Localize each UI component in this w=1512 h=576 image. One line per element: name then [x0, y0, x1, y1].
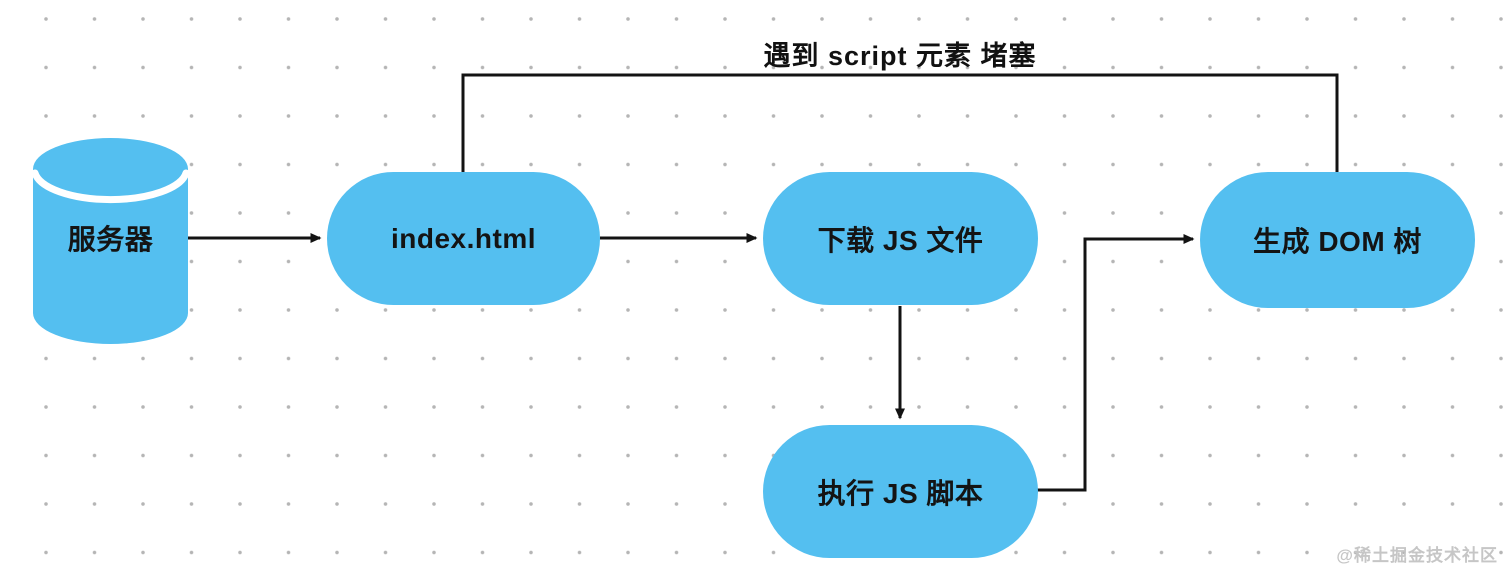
node-execute-js-label: 执行 JS 脚本 [817, 477, 984, 509]
node-server-label: 服务器 [67, 224, 154, 255]
edge-executejs-to-generatedom [1036, 234, 1195, 492]
edge-blocking-bracket [461, 73, 1339, 172]
node-generate-dom: 生成 DOM 树 [1200, 172, 1475, 308]
blocking-annotation: 遇到 script 元素 堵塞 [763, 41, 1037, 71]
database-cylinder-icon [33, 138, 188, 344]
node-index-html-label: index.html [390, 222, 536, 254]
node-download-js: 下载 JS 文件 [763, 172, 1038, 305]
node-generate-dom-label: 生成 DOM 树 [1253, 226, 1422, 257]
node-index-html: index.html [327, 172, 600, 305]
node-download-js-label: 下载 JS 文件 [817, 224, 984, 256]
node-execute-js: 执行 JS 脚本 [763, 425, 1038, 558]
node-server: 服务器 [33, 137, 188, 345]
watermark: @稀土掘金技术社区 [1336, 546, 1498, 565]
